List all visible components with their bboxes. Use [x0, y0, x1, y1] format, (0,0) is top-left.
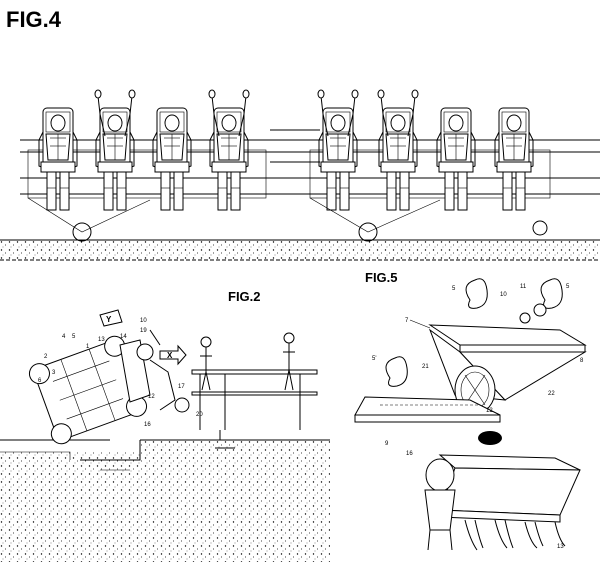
svg-text:4: 4 [62, 334, 66, 340]
svg-text:22: 22 [548, 391, 555, 397]
svg-text:10: 10 [500, 292, 507, 298]
fig2-label: FIG.2 [228, 289, 261, 304]
svg-text:11: 11 [520, 284, 527, 290]
svg-text:3: 3 [52, 370, 56, 376]
fig2-reference-numbers: 1 2 3 4 5 6 10 12 13 14 16 17 19 20 Y X [38, 315, 203, 428]
svg-text:8: 8 [580, 358, 584, 364]
svg-text:10: 10 [140, 318, 147, 324]
fig2-side-view [0, 309, 330, 562]
fig5-label: FIG.5 [365, 270, 398, 285]
svg-text:2: 2 [44, 354, 48, 360]
svg-text:16: 16 [406, 451, 413, 457]
fig4-coaster-train [20, 89, 600, 242]
svg-text:1: 1 [86, 344, 90, 350]
svg-text:16: 16 [144, 422, 151, 428]
svg-text:13: 13 [557, 544, 564, 550]
svg-text:12: 12 [148, 394, 155, 400]
svg-text:12: 12 [486, 408, 493, 414]
arrow-y-label: Y [106, 315, 112, 324]
arrow-x-label: X [167, 351, 173, 360]
svg-text:14: 14 [120, 334, 127, 340]
svg-text:5: 5 [452, 286, 456, 292]
fig5-reference-numbers: 5 5 5' 7 8 9 10 11 12 13 16 21 22 [372, 284, 584, 550]
svg-text:5': 5' [372, 356, 376, 362]
svg-text:9: 9 [385, 441, 389, 447]
svg-text:20: 20 [196, 412, 203, 418]
fig4-label: FIG.4 [6, 7, 62, 32]
fig4-ground [0, 240, 600, 260]
svg-text:7: 7 [405, 318, 409, 324]
svg-text:6: 6 [38, 378, 42, 384]
svg-text:5: 5 [72, 334, 76, 340]
svg-text:17: 17 [178, 384, 185, 390]
svg-text:21: 21 [422, 364, 429, 370]
svg-text:13: 13 [98, 337, 105, 343]
svg-text:19: 19 [140, 328, 147, 334]
fig5-perspective-view [354, 278, 587, 551]
svg-text:5: 5 [566, 284, 570, 290]
